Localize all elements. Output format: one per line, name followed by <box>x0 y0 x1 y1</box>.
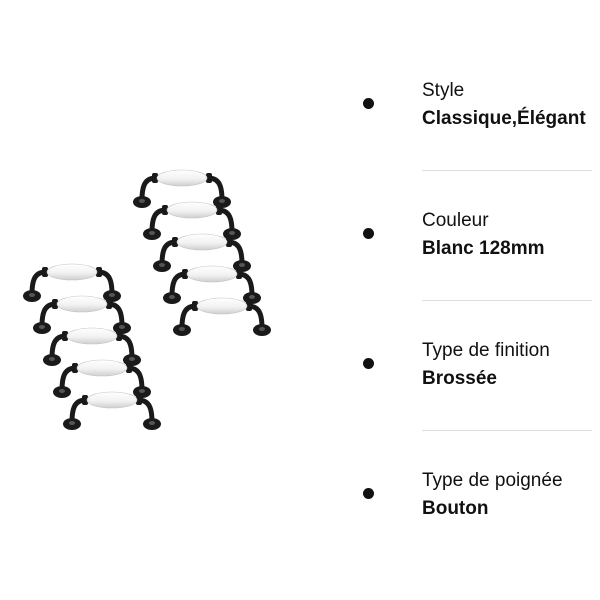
handle-icon <box>173 298 271 336</box>
attribute-label: Style <box>422 80 465 101</box>
handle-icon <box>63 392 161 430</box>
divider <box>422 430 592 431</box>
attribute-finish-type: Type de finition Brossée <box>355 320 600 450</box>
handle-icon <box>133 170 231 208</box>
bullet-icon <box>363 358 374 369</box>
handle-icon <box>163 266 261 304</box>
handle-icon <box>33 296 131 334</box>
attribute-label: Type de poignée <box>422 470 563 491</box>
bullet-icon <box>363 98 374 109</box>
product-attributes: Style Classique,Élégant Couleur Blanc 12… <box>355 60 600 580</box>
handle-icon <box>143 202 241 240</box>
handle-icon <box>53 360 151 398</box>
bullet-icon <box>363 488 374 499</box>
attribute-value: Classique,Élégant <box>422 108 586 129</box>
attribute-value: Bouton <box>422 498 489 519</box>
handle-icon <box>23 264 121 302</box>
handle-icon <box>153 234 251 272</box>
handle-icon <box>43 328 141 366</box>
product-image <box>0 150 300 440</box>
attribute-color: Couleur Blanc 128mm <box>355 190 600 320</box>
divider <box>422 170 592 171</box>
attribute-style: Style Classique,Élégant <box>355 60 600 190</box>
attribute-value: Blanc 128mm <box>422 238 545 259</box>
divider <box>422 300 592 301</box>
bullet-icon <box>363 228 374 239</box>
attribute-handle-type: Type de poignée Bouton <box>355 450 600 580</box>
attribute-label: Type de finition <box>422 340 550 361</box>
attribute-value: Brossée <box>422 368 497 389</box>
attribute-label: Couleur <box>422 210 489 231</box>
